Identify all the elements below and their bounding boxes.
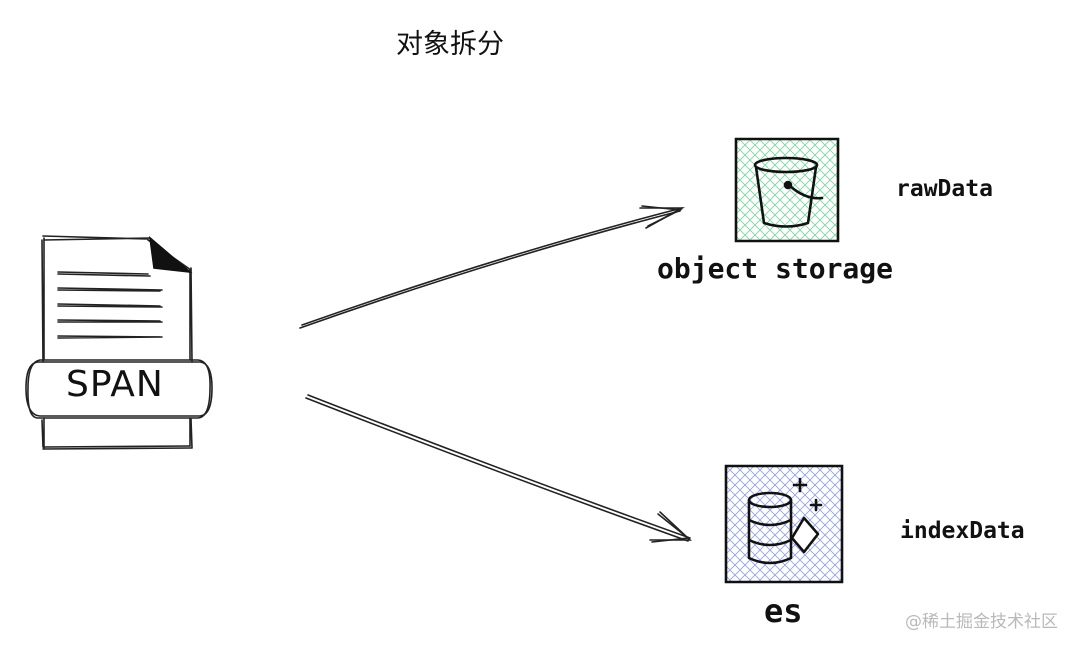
object-storage-box	[734, 137, 840, 243]
raw-data-label: rawData	[896, 176, 993, 202]
es-label: es	[764, 592, 803, 630]
span-label: SPAN	[66, 364, 164, 405]
index-data-label: indexData	[900, 518, 1025, 544]
diagram-title: 对象拆分	[396, 29, 504, 60]
arrow-to-object-storage	[299, 205, 686, 329]
es-box	[724, 464, 844, 584]
object-storage-label: object storage	[657, 252, 894, 285]
arrow-to-es	[305, 394, 693, 543]
bucket-icon	[753, 156, 824, 228]
database-icon	[747, 477, 823, 565]
document-icon	[25, 235, 213, 450]
watermark: @稀土掘金技术社区	[905, 612, 1058, 632]
